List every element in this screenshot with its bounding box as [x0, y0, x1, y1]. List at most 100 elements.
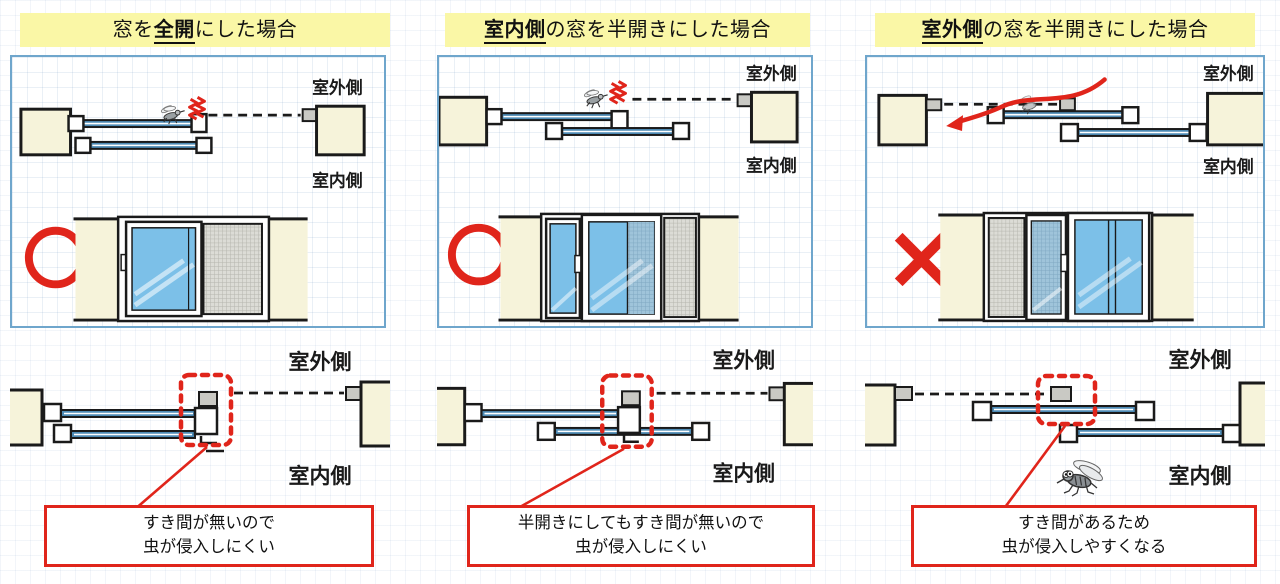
topview-diagram: 室外側 室内側: [19, 77, 366, 191]
blocked-scribble-icon: [609, 82, 621, 105]
sash-edge-stub: [1050, 386, 1072, 402]
callout-box: すき間があるため 虫が侵入しやすくなる: [911, 505, 1257, 567]
indoor-label: 室内側: [746, 156, 797, 176]
interlock-lower: [616, 405, 642, 435]
sash-edge-stub: [1059, 97, 1076, 112]
frame-catch: [768, 386, 786, 402]
circle-ok-mark: [24, 226, 87, 289]
mosquito-icon: [1056, 460, 1103, 497]
title-prefix: 窓を: [112, 19, 154, 41]
right-wall: [1206, 91, 1263, 147]
callout-line2: 虫が侵入しにくい: [575, 538, 707, 556]
title-suffix: の窓を半開きにした場合: [983, 19, 1209, 41]
scenario-title-indoor-half-open: 室内側の窓を半開きにした場合: [445, 13, 810, 47]
callout-line1: すき間があるため: [1018, 514, 1150, 533]
outdoor-label: 室外側: [312, 77, 363, 97]
callout-box: 半開きにしてもすき間が無いので 虫が侵入しにくい: [467, 505, 815, 567]
left-wall: [439, 95, 489, 147]
outdoor-label: 室外側: [713, 349, 775, 373]
left-wall: [865, 383, 897, 447]
scenario-title-full-open: 窓を全開にした場合: [20, 13, 390, 47]
left-wall: [10, 388, 44, 447]
right-wall: [359, 380, 390, 448]
title-suffix: の窓を半開きにした場合: [545, 19, 771, 41]
frame-catch: [345, 386, 362, 401]
outdoor-label: 室外側: [1203, 64, 1253, 84]
right-wall: [782, 381, 813, 447]
frame-catch: [894, 386, 913, 401]
screen-overlap: [627, 221, 655, 315]
window-latch: [1060, 253, 1068, 273]
left-wall: [877, 93, 928, 147]
right-wall: [315, 104, 366, 157]
outdoor-label: 室外側: [289, 350, 352, 374]
insect-screen: [663, 216, 697, 319]
right-wall: [749, 90, 799, 144]
title-suffix: にした場合: [194, 19, 298, 41]
interlock-lower: [193, 406, 219, 436]
title-emphasis: 全開: [153, 19, 195, 44]
left-wall: [500, 217, 542, 320]
glass-reflection: [590, 258, 654, 313]
title-emphasis: 室内側: [484, 19, 546, 44]
window-latch: [574, 254, 582, 274]
frame-catch: [301, 108, 318, 123]
title-emphasis: 室外側: [921, 19, 983, 44]
mosquito-icon: [584, 89, 608, 109]
callout-leader-line: [1001, 425, 1067, 510]
frontview-illustration: [447, 212, 739, 323]
gap-highlight-box: [600, 373, 654, 449]
right-wall: [1238, 381, 1265, 447]
right-wall: [698, 217, 739, 320]
circle-ok-mark: [447, 223, 510, 286]
left-wall: [19, 107, 73, 157]
scenario-column-outdoor-half-open: 室外側の窓を半開きにした場合 室外側 室内側: [865, 0, 1265, 584]
closeup-diagram: 室外側 室内側: [865, 348, 1265, 510]
intrusion-arrowhead: [946, 115, 964, 132]
indoor-label: 室内側: [1203, 157, 1253, 177]
callout-line1: 半開きにしてもすき間が無いので: [517, 514, 765, 533]
gap-highlight-box: [178, 372, 234, 448]
mosquito-icon: [160, 105, 185, 125]
frontview-illustration: [894, 211, 1194, 323]
left-wall: [437, 386, 467, 447]
right-wall: [1152, 215, 1194, 319]
callout-line2: 虫が侵入しにくい: [143, 538, 275, 556]
indoor-label: 室内側: [289, 464, 352, 488]
callout-leader-line: [133, 446, 208, 510]
closeup-diagram: 室外側 室内側: [437, 349, 813, 510]
cross-ng-mark: [894, 232, 949, 287]
insect-screen: [202, 222, 263, 316]
callout-box: すき間が無いので 虫が侵入しにくい: [44, 505, 374, 567]
callout-line2: 虫が侵入しやすくなる: [1001, 538, 1167, 556]
right-wall: [267, 219, 308, 320]
blocked-scribble-icon: [188, 97, 199, 121]
left-wall: [75, 219, 119, 320]
closeup-diagram: 室外側 室内側: [10, 350, 390, 510]
callout-leader-line: [515, 447, 625, 510]
outdoor-label: 室外側: [1169, 348, 1232, 372]
glass-reflection: [133, 258, 195, 308]
intrusion-arrow: [955, 77, 1107, 125]
callout-line1: すき間が無いので: [143, 514, 275, 533]
indoor-label: 室内側: [1169, 464, 1232, 488]
interlock-upper: [621, 390, 641, 407]
frame-catch: [925, 98, 943, 112]
diagram-panel: 室外側 室内側: [437, 55, 813, 328]
scenario-column-indoor-half-open: 室内側の窓を半開きにした場合 室外側 室内側: [437, 0, 815, 584]
indoor-label: 室内側: [312, 171, 363, 191]
gap-highlight-box: [1035, 373, 1098, 427]
frame-catch: [736, 93, 753, 108]
frontview-illustration: [24, 215, 308, 323]
scenario-column-full-open: 窓を全開にした場合 室外側 室内側: [10, 0, 390, 584]
diagram-panel: 室外側 室内側: [10, 55, 386, 328]
left-wall: [940, 215, 984, 319]
topview-diagram: 室外側 室内側: [877, 64, 1263, 177]
insect-screen: [987, 216, 1026, 318]
indoor-label: 室内側: [713, 461, 775, 485]
diagram-panel: 室外側 室内側: [865, 55, 1265, 328]
scenario-title-outdoor-half-open: 室外側の窓を半開きにした場合: [875, 13, 1255, 47]
interlock-upper: [198, 391, 218, 407]
topview-diagram: 室外側 室内側: [439, 63, 799, 176]
